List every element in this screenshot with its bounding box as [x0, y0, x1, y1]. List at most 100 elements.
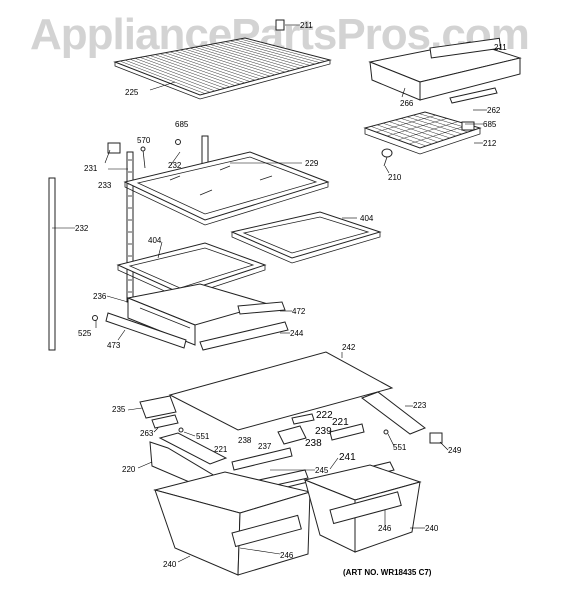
- screw-570: [140, 146, 146, 169]
- label-525: 525: [78, 329, 92, 338]
- wire-line: [134, 58, 221, 90]
- rail-221-left: [158, 432, 228, 465]
- wire-line: [209, 44, 296, 70]
- label-245: 245: [315, 466, 329, 475]
- label-222: 222: [316, 410, 333, 421]
- screws-551: [178, 427, 389, 435]
- wire-line: [375, 114, 437, 133]
- label-231: 231: [84, 164, 98, 173]
- support-235: [139, 395, 177, 419]
- rail-244: [199, 321, 289, 351]
- part-labels: 211 211 225 266 262 685 212 210 685 570 …: [75, 21, 507, 569]
- wire-line: [194, 46, 281, 74]
- label-223: 223: [413, 401, 427, 410]
- wire-line: [400, 118, 457, 137]
- wire-line: [214, 43, 301, 69]
- wire-line: [119, 60, 206, 94]
- wire-line: [179, 49, 266, 78]
- label-242: 242: [342, 343, 356, 352]
- wire-line: [224, 41, 311, 66]
- wire-line: [129, 58, 216, 92]
- wire-line: [204, 45, 291, 72]
- crisper-drawer-240-right: [303, 464, 422, 553]
- glass-shelf-229: [123, 151, 330, 226]
- glass-shelf-404-right: [230, 211, 382, 264]
- shelf-rail-232: [48, 177, 56, 351]
- crisper-drawer-240-left: [153, 471, 312, 576]
- crisper-cover-242: [168, 351, 394, 431]
- label-233: 233: [98, 181, 112, 190]
- label-225: 225: [125, 88, 139, 97]
- label-473: 473: [107, 341, 121, 350]
- art-number: (ART NO. WR18435 C7): [343, 568, 432, 577]
- clip-231: [107, 142, 121, 154]
- wire-line: [376, 124, 433, 145]
- label-241: 241: [339, 452, 356, 463]
- label-244: 244: [290, 329, 304, 338]
- label-246-right: 246: [378, 524, 392, 533]
- rail-472: [237, 301, 286, 315]
- label-235: 235: [112, 405, 126, 414]
- label-229: 229: [305, 159, 319, 168]
- clip-211-top: [275, 19, 285, 31]
- rail-473: [105, 312, 187, 349]
- wire-line: [124, 59, 211, 93]
- label-404-left: 404: [148, 236, 162, 245]
- label-551-right: 551: [393, 443, 407, 452]
- label-238-left: 238: [238, 436, 252, 445]
- wire-line: [382, 122, 439, 143]
- wire-line: [370, 126, 427, 147]
- leader-lines: [52, 24, 487, 563]
- wire-line: [144, 56, 231, 88]
- center-supports-222: [277, 413, 365, 445]
- label-239: 239: [315, 426, 332, 437]
- label-238-right: 238: [305, 438, 322, 449]
- wire-line: [388, 121, 445, 141]
- wire-line: [397, 121, 459, 141]
- label-551-left: 551: [196, 432, 210, 441]
- screw-525: [92, 315, 98, 321]
- wire-line: [412, 114, 469, 133]
- wire-line: [229, 40, 316, 65]
- label-249: 249: [448, 446, 462, 455]
- label-246-left: 246: [280, 551, 294, 560]
- wire-line: [164, 52, 251, 82]
- label-404-right: 404: [360, 214, 374, 223]
- label-240-right: 240: [425, 524, 439, 533]
- label-262: 262: [487, 106, 501, 115]
- wire-line: [394, 119, 451, 139]
- label-472: 472: [292, 307, 306, 316]
- wire-line: [169, 51, 256, 81]
- label-266: 266: [400, 99, 414, 108]
- wire-line: [234, 39, 321, 63]
- rail-237: [231, 447, 293, 471]
- wire-line: [149, 55, 236, 86]
- wire-line: [139, 57, 226, 89]
- label-212: 212: [483, 139, 497, 148]
- label-236: 236: [93, 292, 107, 301]
- wire-line: [219, 42, 306, 67]
- wire-line: [408, 124, 470, 145]
- label-221-center: 221: [332, 417, 349, 428]
- label-570: 570: [137, 136, 151, 145]
- wire-line: [184, 48, 271, 77]
- wire-line: [239, 38, 326, 62]
- label-240-left: 240: [163, 560, 177, 569]
- wire-line: [386, 118, 448, 137]
- meat-pan-266: [368, 37, 522, 101]
- wire-line: [189, 47, 276, 76]
- rail-223: [360, 391, 427, 435]
- wire-line: [174, 50, 261, 80]
- wire-line: [406, 116, 463, 135]
- wire-line: [159, 53, 246, 84]
- wire-shelf-225: [113, 37, 332, 100]
- label-211-right: 211: [494, 43, 507, 52]
- label-220: 220: [122, 465, 136, 474]
- support-263: [151, 414, 179, 429]
- label-263: 263: [140, 429, 154, 438]
- label-221-left: 221: [214, 445, 228, 454]
- label-211-top: 211: [300, 21, 313, 30]
- slide-262: [449, 87, 498, 104]
